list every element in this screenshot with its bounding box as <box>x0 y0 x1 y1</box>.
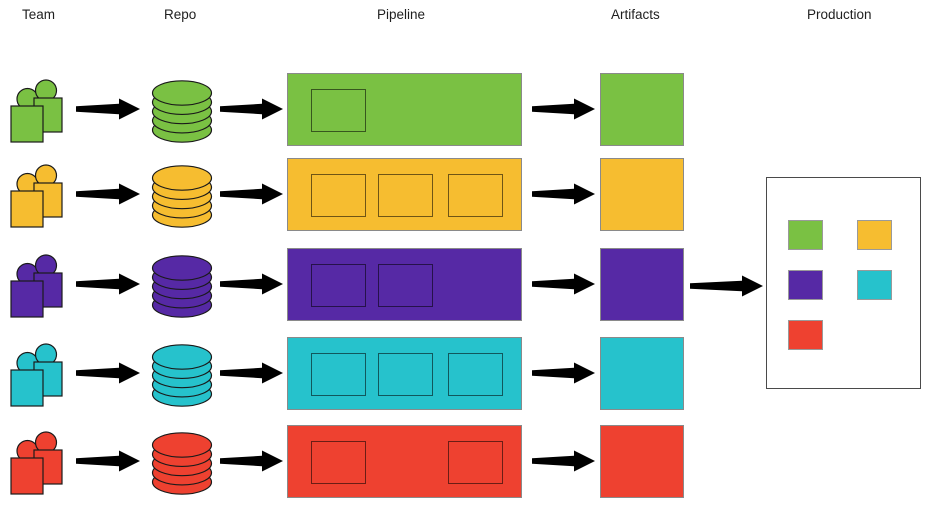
flow-row-green <box>0 73 936 146</box>
arrow-pipeline-to-artifacts <box>532 450 595 477</box>
database-cylinder-icon <box>151 80 213 143</box>
repo-node <box>151 164 213 234</box>
production-deployed-square-yellow <box>857 220 892 250</box>
flow-arrow-icon <box>220 273 283 295</box>
column-header-repo: Repo <box>164 7 197 22</box>
artifact-node <box>600 337 684 410</box>
arrow-team-to-repo <box>76 450 140 477</box>
team-node <box>10 431 64 500</box>
flow-row-yellow <box>0 158 936 231</box>
pipeline-stage-box <box>311 174 366 217</box>
team-node <box>10 79 64 148</box>
artifact-to-production-arrow-slot <box>690 275 763 302</box>
repo-node <box>151 79 213 149</box>
pipeline-stage-box <box>311 264 366 307</box>
arrow-repo-to-pipeline <box>220 98 283 125</box>
artifact-node <box>600 158 684 231</box>
repo-node <box>151 343 213 413</box>
artifact-node <box>600 425 684 498</box>
arrow-team-to-repo <box>76 362 140 389</box>
flow-row-red <box>0 425 936 498</box>
pipeline-stage-box <box>311 89 366 132</box>
arrow-team-to-repo <box>76 273 140 300</box>
team-node <box>10 343 64 412</box>
production-deployed-square-cyan <box>857 270 892 300</box>
pipeline-stage-box <box>448 441 503 484</box>
repo-node <box>151 431 213 501</box>
artifact-node <box>600 248 684 321</box>
flow-arrow-icon <box>532 183 595 205</box>
production-deployed-square-green <box>788 220 823 250</box>
pipeline-stage-box <box>378 264 433 307</box>
production-deployed-square-red <box>788 320 823 350</box>
flow-row-purple <box>0 248 936 321</box>
flow-arrow-icon <box>220 98 283 120</box>
arrow-repo-to-pipeline <box>220 362 283 389</box>
pipeline-node <box>287 248 522 321</box>
production-box <box>766 177 921 389</box>
arrow-repo-to-pipeline <box>220 450 283 477</box>
flow-arrow-icon <box>220 362 283 384</box>
column-header-pipeline: Pipeline <box>377 7 426 22</box>
pipeline-stage-box <box>378 174 433 217</box>
column-header-team: Team <box>22 7 56 22</box>
team-people-icon <box>10 343 63 407</box>
pipeline-stage-box <box>311 353 366 396</box>
arrow-pipeline-to-artifacts <box>532 362 595 389</box>
column-header-artifacts: Artifacts <box>611 7 660 22</box>
pipeline-node <box>287 158 522 231</box>
artifact-node <box>600 73 684 146</box>
arrow-repo-to-pipeline <box>220 273 283 300</box>
arrow-repo-to-pipeline <box>220 183 283 210</box>
team-node <box>10 164 64 233</box>
flow-arrow-icon <box>532 98 595 120</box>
pipeline-stage-box <box>448 353 503 396</box>
team-people-icon <box>10 254 63 318</box>
flow-arrow-icon <box>76 273 140 295</box>
flow-arrow-icon <box>532 450 595 472</box>
arrow-pipeline-to-artifacts <box>532 273 595 300</box>
repo-node <box>151 254 213 324</box>
flow-row-cyan <box>0 337 936 410</box>
flow-arrow-icon <box>690 275 763 297</box>
pipeline-node <box>287 73 522 146</box>
database-cylinder-icon <box>151 255 213 318</box>
database-cylinder-icon <box>151 165 213 228</box>
pipeline-stage-box <box>378 353 433 396</box>
team-people-icon <box>10 431 63 495</box>
arrow-team-to-repo <box>76 183 140 210</box>
arrow-team-to-repo <box>76 98 140 125</box>
pipeline-node <box>287 425 522 498</box>
production-deployed-square-purple <box>788 270 823 300</box>
pipeline-stage-box <box>311 441 366 484</box>
flow-arrow-icon <box>76 183 140 205</box>
team-people-icon <box>10 164 63 228</box>
database-cylinder-icon <box>151 432 213 495</box>
flow-arrow-icon <box>76 362 140 384</box>
team-people-icon <box>10 79 63 143</box>
flow-arrow-icon <box>532 273 595 295</box>
team-node <box>10 254 64 323</box>
flow-arrow-icon <box>220 450 283 472</box>
arrow-pipeline-to-artifacts <box>532 98 595 125</box>
flow-arrow-icon <box>76 450 140 472</box>
arrow-pipeline-to-artifacts <box>532 183 595 210</box>
database-cylinder-icon <box>151 344 213 407</box>
flow-arrow-icon <box>532 362 595 384</box>
flow-arrow-icon <box>76 98 140 120</box>
column-header-production: Production <box>807 7 872 22</box>
pipeline-node <box>287 337 522 410</box>
pipeline-stage-box <box>448 174 503 217</box>
flow-arrow-icon <box>220 183 283 205</box>
